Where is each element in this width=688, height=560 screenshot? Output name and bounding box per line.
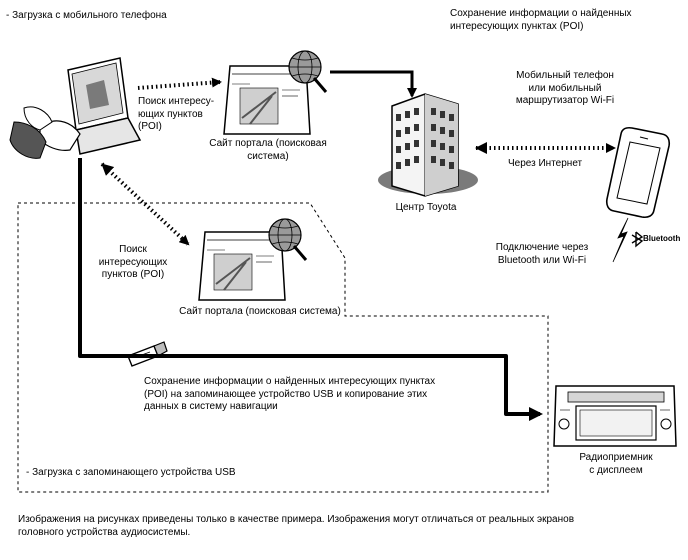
- usb-caption: - Загрузка с запоминающего устройства US…: [26, 467, 236, 478]
- portal-site-top-line-2: система): [247, 150, 289, 162]
- mobile-device-line-2: или мобильный: [528, 82, 602, 94]
- poi-search-top-line-3: (POI): [138, 121, 162, 132]
- portal-site-middle-label: Сайт портала (поисковая система): [179, 306, 341, 317]
- bt-connection-line-2: Bluetooth или Wi-Fi: [497, 254, 587, 266]
- arrow-laptop-to-portal-top: [137, 77, 222, 90]
- save-info-top-label: Сохранение информации о найденных интере…: [450, 8, 632, 33]
- usb-save-info-line-2: (POI) на запоминающее устройство USB и к…: [144, 388, 428, 400]
- poi-search-middle-line-1: Поиск: [119, 244, 147, 255]
- usb-save-info-line-3: данных в систему навигации: [144, 401, 278, 412]
- poi-search-middle-line-3: пунктов (POI): [101, 269, 165, 280]
- poi-search-top-line-1: Поиск интересу-: [138, 96, 215, 107]
- top-left-caption: - Загрузка с мобильного телефона: [6, 10, 167, 21]
- arrow-laptop-usb-to-radio: [78, 158, 543, 421]
- globe-top-icon: [288, 50, 328, 93]
- via-internet-label: Через Интернет: [508, 158, 583, 169]
- portal-site-middle-icon: [198, 231, 286, 301]
- toyota-center-label: Центр Toyota: [395, 202, 457, 213]
- globe-middle-icon: [268, 218, 308, 261]
- laptop-icon: [9, 57, 142, 159]
- radio-label-line-2: с дисплеем: [589, 464, 643, 476]
- radio-label: Радиоприемник с дисплеем: [566, 452, 666, 477]
- footnote: Изображения на рисунках приведены только…: [18, 514, 574, 539]
- bt-connection-label: Подключение через Bluetooth или Wi-Fi: [480, 242, 604, 267]
- bt-connection-line-1: Подключение через: [495, 242, 589, 253]
- mobile-phone-icon: [605, 126, 671, 219]
- poi-search-middle-label: Поиск интересующих пунктов (POI): [88, 244, 178, 282]
- usb-save-info-line-1: Сохранение информации о найденных интере…: [144, 376, 436, 387]
- portal-site-top-label: Сайт портала (поисковая система): [200, 138, 336, 163]
- mobile-device-line-1: Мобильный телефон: [516, 70, 614, 81]
- save-info-top-line-1: Сохранение информации о найденных: [450, 8, 632, 19]
- mobile-device-label: Мобильный телефон или мобильный маршрути…: [500, 70, 630, 108]
- save-info-top-line-2: интересующих пунктах (POI): [450, 20, 584, 32]
- usb-region-border: [17, 202, 549, 493]
- poi-search-middle-line-2: интересующих: [98, 256, 168, 268]
- footnote-line-2: головного устройства аудиосистемы.: [18, 526, 191, 538]
- poi-search-top-label: Поиск интересу- ющих пунктов (POI): [138, 96, 214, 134]
- mobile-device-line-3: маршрутизатор Wi-Fi: [515, 95, 615, 106]
- portal-site-top-line-1: Сайт портала (поисковая: [209, 138, 327, 149]
- wireless-lightning-icon: [612, 217, 629, 263]
- usb-save-info-label: Сохранение информации о найденных интере…: [144, 376, 435, 414]
- footnote-line-1: Изображения на рисунках приведены только…: [18, 514, 575, 525]
- arrow-portal-to-toyota-center: [330, 70, 417, 98]
- bluetooth-logo-text: Bluetooth: [643, 234, 681, 243]
- poi-search-top-line-2: ющих пунктов: [138, 108, 203, 120]
- portal-site-top-icon: [223, 65, 311, 135]
- toyota-center-building-icon: [378, 93, 478, 197]
- radio-head-unit-icon: [553, 385, 677, 447]
- arrow-laptop-to-portal-middle: [100, 162, 190, 246]
- radio-label-line-1: Радиоприемник: [579, 452, 653, 463]
- bluetooth-logo-icon: [631, 231, 644, 248]
